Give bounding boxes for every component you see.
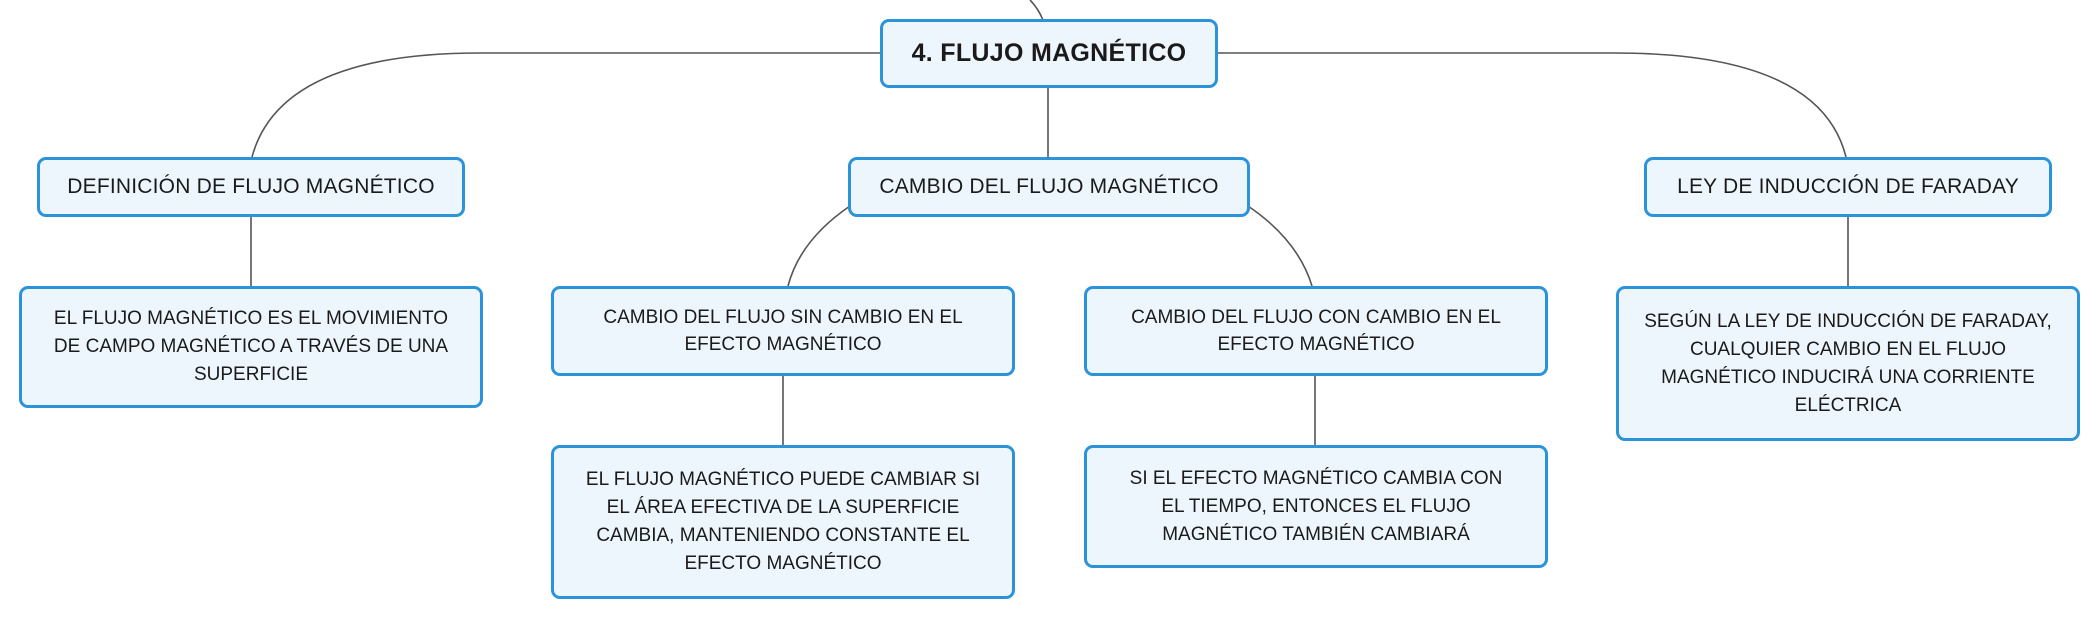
branch-definicion-label: DEFINICIÓN DE FLUJO MAGNÉTICO (67, 175, 435, 198)
definicion-leaf-node[interactable]: EL FLUJO MAGNÉTICO ES EL MOVIMIENTO DE C… (19, 286, 483, 408)
branch-faraday-label: LEY DE INDUCCIÓN DE FARADAY (1677, 175, 2019, 198)
definicion-leaf-text: EL FLUJO MAGNÉTICO ES EL MOVIMIENTO DE C… (53, 308, 449, 385)
cambio-con-detail-text: SI EL EFECTO MAGNÉTICO CAMBIA CON EL TIE… (1129, 467, 1503, 545)
faraday-leaf-text: SEGÚN LA LEY DE INDUCCIÓN DE FARADAY, CU… (1644, 310, 2052, 416)
cambio-sin-label: CAMBIO DEL FLUJO SIN CAMBIO EN EL EFECTO… (603, 307, 963, 355)
root-node[interactable]: 4. FLUJO MAGNÉTICO (880, 19, 1218, 88)
cambio-con-detail-node[interactable]: SI EL EFECTO MAGNÉTICO CAMBIA CON EL TIE… (1084, 445, 1548, 568)
root-node-label: 4. FLUJO MAGNÉTICO (911, 39, 1187, 67)
connector-cambio-con (1247, 205, 1313, 287)
cambio-con-label: CAMBIO DEL FLUJO CON CAMBIO EN EL EFECTO… (1131, 307, 1501, 355)
branch-cambio-label: CAMBIO DEL FLUJO MAGNÉTICO (879, 175, 1219, 198)
branch-cambio-node[interactable]: CAMBIO DEL FLUJO MAGNÉTICO (848, 157, 1250, 217)
cambio-sin-node[interactable]: CAMBIO DEL FLUJO SIN CAMBIO EN EL EFECTO… (551, 286, 1015, 376)
cambio-sin-detail-text: EL FLUJO MAGNÉTICO PUEDE CAMBIAR SI EL Á… (585, 469, 981, 574)
branch-faraday-node[interactable]: LEY DE INDUCCIÓN DE FARADAY (1644, 157, 2052, 217)
connector-root-faraday (1218, 52, 1847, 158)
connector-cambio-sin (787, 205, 851, 287)
cambio-sin-detail-node[interactable]: EL FLUJO MAGNÉTICO PUEDE CAMBIAR SI EL Á… (551, 445, 1015, 599)
connector-root-definicion (251, 52, 880, 158)
cambio-con-node[interactable]: CAMBIO DEL FLUJO CON CAMBIO EN EL EFECTO… (1084, 286, 1548, 376)
faraday-leaf-node[interactable]: SEGÚN LA LEY DE INDUCCIÓN DE FARADAY, CU… (1616, 286, 2080, 441)
branch-definicion-node[interactable]: DEFINICIÓN DE FLUJO MAGNÉTICO (37, 157, 465, 217)
connector-root-parent (1029, 0, 1044, 21)
